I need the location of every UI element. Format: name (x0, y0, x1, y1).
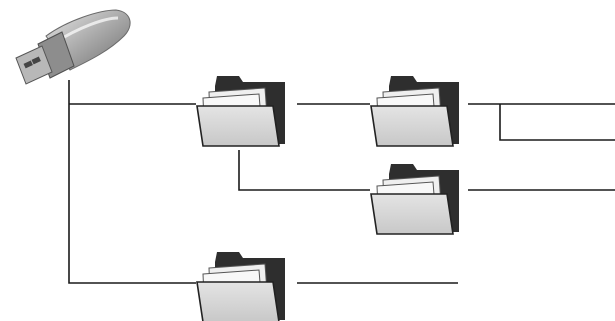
connector-folder-b-to-right-lower (500, 104, 615, 140)
folder-icon-d (197, 252, 285, 321)
usb-flash-drive-icon (16, 10, 130, 84)
folder-icon-a (197, 76, 285, 146)
connector-folder-a-to-folder-c (239, 150, 370, 190)
folder-icon-c (371, 164, 459, 234)
connector-lines (69, 80, 615, 283)
connector-root-trunk (69, 80, 196, 283)
folder-icon-b (371, 76, 459, 146)
